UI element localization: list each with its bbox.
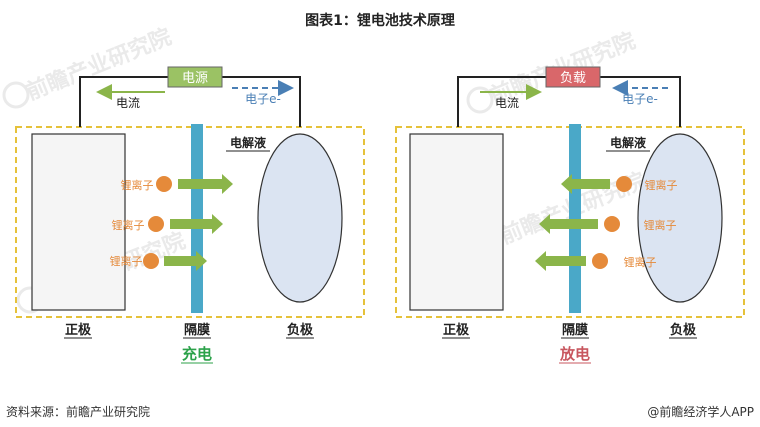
ion-migration-arrow — [561, 174, 610, 194]
electrolyte-label: 电解液 — [230, 135, 266, 150]
electron-label: 电子e- — [622, 92, 658, 106]
negative-electrode — [257, 133, 343, 303]
ion-migration-arrow — [539, 214, 598, 234]
electrolyte-region — [15, 126, 365, 318]
mode-label: 充电 — [182, 345, 212, 363]
watermark-text: 前瞻产业研究院 — [23, 24, 176, 106]
circuit-wire — [79, 76, 301, 127]
discharge-panel: 负载 电流 电子e- 电解液 锂离子 锂离子 锂离子 正极 隔膜 负极 放电 — [395, 66, 745, 364]
power-source-box — [167, 66, 223, 88]
electron-label: 电子e- — [245, 92, 281, 106]
lithium-ion — [604, 216, 620, 232]
lithium-ion — [156, 176, 172, 192]
lithium-ion — [148, 216, 164, 232]
mode-label: 放电 — [559, 345, 590, 363]
negative-electrode — [637, 133, 723, 303]
separator — [569, 124, 581, 313]
positive-label: 正极 — [443, 322, 470, 338]
page-title: 图表1：锂电池技术原理 — [305, 13, 455, 29]
negative-label: 负极 — [287, 322, 314, 338]
ion-migration-arrow — [178, 174, 233, 194]
charge-panel: 电源 电流 电子e- 电解液 锂离子 锂离子 锂离子 正极 隔膜 负极 充电 — [15, 66, 365, 364]
ion-migration-arrow — [170, 214, 223, 234]
ion-label: 锂离子 — [624, 255, 657, 269]
lithium-ion — [592, 253, 608, 269]
ion-label: 锂离子 — [121, 178, 154, 192]
ion-migration-arrow — [164, 251, 207, 271]
load-label: 负载 — [560, 71, 586, 86]
source-note: 资料来源：前瞻产业研究院 — [6, 405, 151, 419]
ion-label: 锂离子 — [112, 218, 145, 232]
ion-label: 锂离子 — [645, 178, 678, 192]
separator-label: 隔膜 — [184, 322, 210, 338]
load-box — [545, 66, 601, 88]
ion-migration-arrow — [535, 251, 586, 271]
lithium-ion — [616, 176, 632, 192]
positive-electrode — [409, 133, 504, 311]
watermark-logo-icon — [466, 86, 494, 114]
watermark-logo-icon — [2, 81, 30, 109]
electrolyte-label: 电解液 — [610, 135, 646, 150]
separator — [191, 124, 203, 313]
current-label: 电流 — [495, 96, 519, 110]
lithium-ion — [143, 253, 159, 269]
power-source-label: 电源 — [182, 71, 208, 86]
positive-electrode — [31, 133, 126, 311]
brand-credit: @前瞻经济学人APP — [647, 405, 754, 419]
positive-label: 正极 — [65, 322, 92, 338]
negative-label: 负极 — [670, 322, 697, 338]
ion-label: 锂离子 — [644, 218, 677, 232]
current-label: 电流 — [116, 96, 140, 110]
separator-label: 隔膜 — [562, 322, 588, 338]
circuit-wire — [457, 76, 681, 127]
ion-label: 锂离子 — [110, 254, 143, 268]
